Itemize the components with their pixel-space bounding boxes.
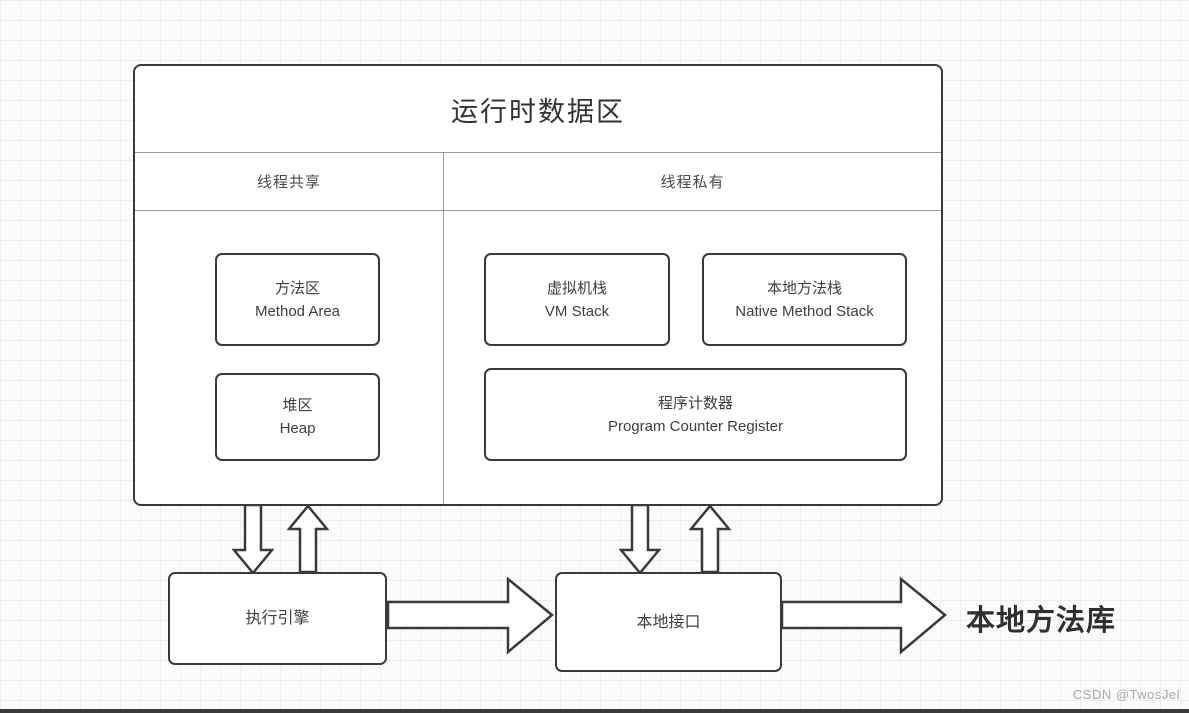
heap-label-en: Heap bbox=[279, 420, 316, 437]
vm-stack-label-zh: 虚拟机栈 bbox=[546, 279, 607, 297]
thread-shared-column: 线程共享 方法区 Method Area 堆区 Heap bbox=[135, 153, 443, 504]
down-arrow-to-engine-icon bbox=[232, 504, 274, 575]
native-method-stack-box: 本地方法栈 Native Method Stack bbox=[702, 253, 907, 346]
heap-label-zh: 堆区 bbox=[282, 397, 313, 414]
native-method-stack-label-zh: 本地方法栈 bbox=[766, 279, 842, 297]
watermark: CSDN @TwosJel bbox=[1072, 687, 1180, 702]
native-method-stack-label-en: Native Method Stack bbox=[735, 302, 874, 320]
method-area-box: 方法区 Method Area bbox=[215, 253, 380, 346]
up-arrow-from-native-interface-icon bbox=[689, 504, 731, 573]
runtime-data-area-title: 运行时数据区 bbox=[135, 66, 941, 153]
native-method-library-label: 本地方法库 bbox=[966, 605, 1117, 637]
execution-engine-box: 执行引擎 bbox=[168, 572, 387, 665]
bottom-bar bbox=[0, 709, 1189, 713]
thread-private-column: 线程私有 虚拟机栈 VM Stack 本地方法栈 Native Method S… bbox=[443, 153, 941, 504]
down-arrow-to-native-interface-icon bbox=[619, 504, 661, 575]
execution-engine-label: 执行引擎 bbox=[245, 610, 310, 627]
method-area-label-en: Method Area bbox=[254, 302, 341, 320]
pc-register-label-en: Program Counter Register bbox=[607, 417, 784, 435]
native-interface-box: 本地接口 bbox=[555, 572, 782, 672]
vm-stack-label-en: VM Stack bbox=[544, 302, 610, 320]
heap-box: 堆区 Heap bbox=[215, 373, 380, 461]
right-arrow-engine-to-interface-icon bbox=[387, 576, 554, 655]
pc-register-label-zh: 程序计数器 bbox=[657, 394, 733, 412]
method-area-label-zh: 方法区 bbox=[274, 279, 320, 297]
native-interface-label: 本地接口 bbox=[636, 613, 701, 631]
thread-shared-header: 线程共享 bbox=[135, 153, 443, 211]
up-arrow-from-engine-icon bbox=[287, 504, 329, 573]
vm-stack-box: 虚拟机栈 VM Stack bbox=[484, 253, 670, 346]
runtime-data-area-box: 运行时数据区 线程共享 方法区 Method Area 堆区 Heap 线程私有… bbox=[133, 64, 943, 506]
pc-register-box: 程序计数器 Program Counter Register bbox=[484, 368, 907, 461]
thread-private-header: 线程私有 bbox=[444, 153, 941, 211]
right-arrow-interface-to-library-icon bbox=[781, 576, 947, 655]
runtime-data-area-columns: 线程共享 方法区 Method Area 堆区 Heap 线程私有 虚拟机栈 V… bbox=[135, 153, 941, 504]
